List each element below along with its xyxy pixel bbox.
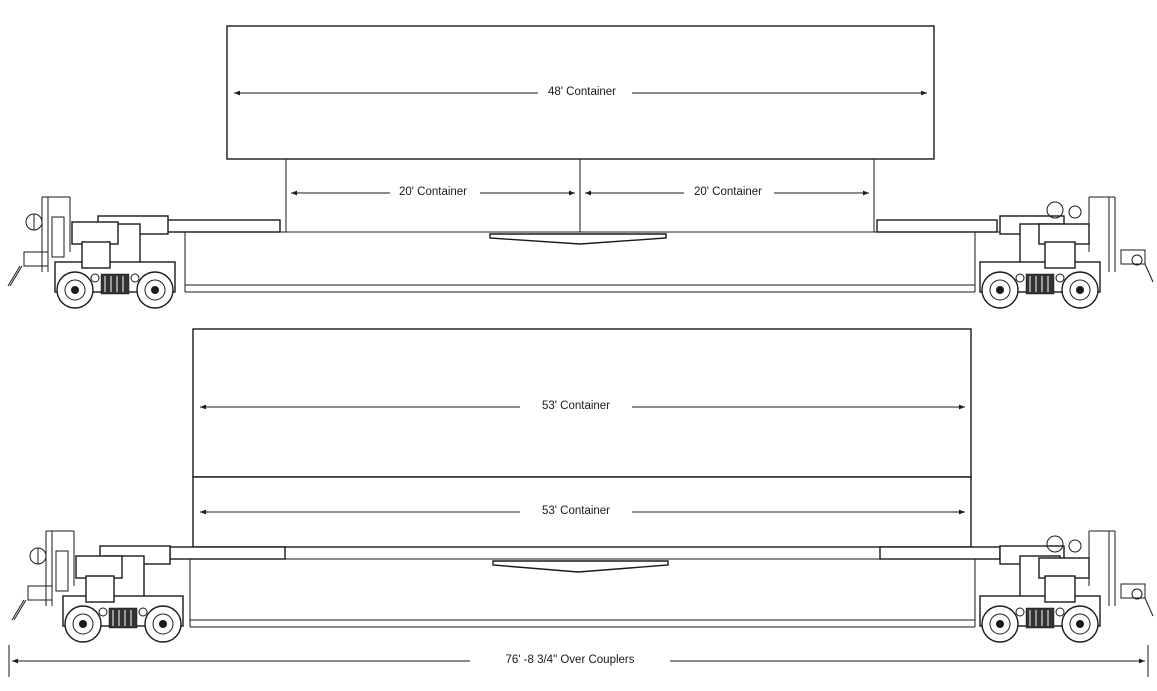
bottom-upper-container-label: 53' Container (542, 400, 610, 412)
overall-length-dimension: 76' -8 3/4" Over Couplers (8, 645, 1149, 677)
top-lower-left-container-label: 20' Container (399, 186, 467, 198)
overall-length-label: 76' -8 3/4" Over Couplers (505, 654, 634, 666)
top-railcar: 48' Container 20' Container 20' Containe… (7, 25, 1154, 309)
bottom-railcar: 53' Container 53' Container (11, 328, 1154, 643)
bottom-car-body (99, 545, 1065, 628)
bottom-lower-container-label: 53' Container (542, 505, 610, 517)
bottom-upper-container-53ft (192, 328, 972, 478)
top-upper-container-label: 48' Container (548, 86, 616, 98)
top-lower-containers (285, 159, 875, 232)
top-lower-right-container-label: 20' Container (694, 186, 762, 198)
bottom-left-truck (62, 595, 184, 643)
bottom-right-truck (979, 595, 1101, 643)
top-left-truck (54, 261, 176, 309)
top-car-body (97, 215, 1065, 293)
top-right-truck (979, 261, 1101, 309)
